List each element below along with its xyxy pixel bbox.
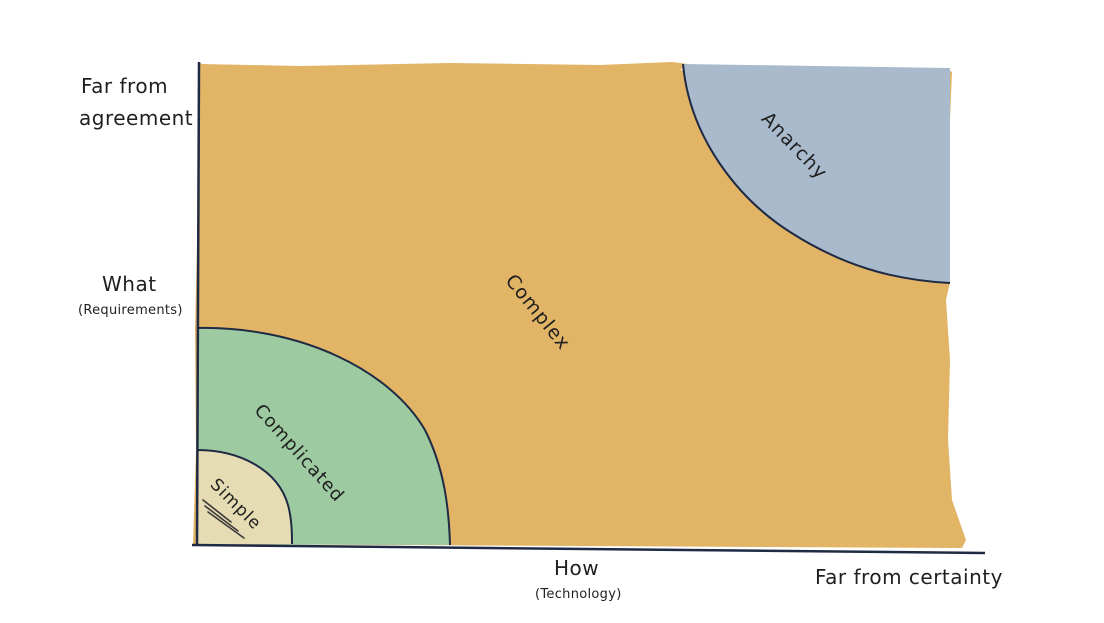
y-axis-top-label-line1: Far from xyxy=(81,74,169,98)
y-axis-line xyxy=(195,61,201,547)
x-axis-line xyxy=(191,543,986,555)
x-axis-end-label: Far from certainty xyxy=(815,565,1003,589)
x-axis-label: How xyxy=(554,556,600,580)
anarchy-border xyxy=(682,63,951,284)
complicated-border xyxy=(196,326,451,546)
y-axis-top-label-line2: agreement xyxy=(79,106,194,130)
y-axis-label: What xyxy=(102,272,157,296)
y-axis-sublabel: (Requirements) xyxy=(78,303,183,318)
anarchy-zone xyxy=(683,64,950,283)
simple-hatch-marks xyxy=(202,499,245,539)
x-axis-sublabel: (Technology) xyxy=(535,587,622,602)
simple-border xyxy=(196,449,293,545)
